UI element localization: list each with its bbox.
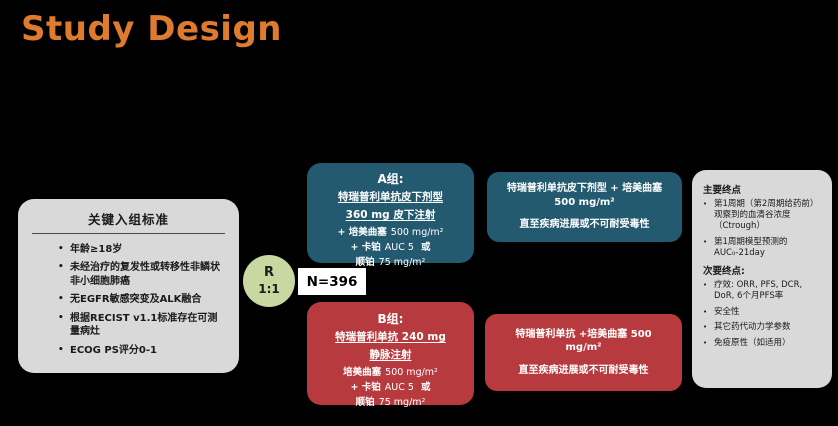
- arm-a-regimen-line2: 360 mg 皮下注射: [345, 209, 436, 221]
- randomization-circle: R 1:1: [243, 255, 295, 307]
- endpoints-panel: 主要终点 • 第1周期（第2周期给药前）观察到的血清谷浓度（Ctrough） • 第…: [692, 170, 832, 388]
- arm-b-title: B组:: [377, 312, 404, 326]
- randomization-ratio: 1:1: [258, 281, 280, 296]
- maintenance-b-regimen: 特瑞普利单抗 +培美曲塞 500 mg/m²: [515, 328, 652, 354]
- chemo-dose: AUC 5: [384, 242, 414, 253]
- endpoint-text: 免疫原性（如适用）: [714, 338, 791, 349]
- endpoint-text: 安全性: [714, 306, 740, 317]
- inclusion-item: • ECOG PS评分0-1: [58, 344, 227, 358]
- inclusion-item: • 未经治疗的复发性或转移性非鳞状非小细胞肺癌: [58, 261, 227, 289]
- arm-b-maintenance-box: 特瑞普利单抗 +培美曲塞 500 mg/m² 直至疾病进展或不可耐受毒性: [485, 314, 682, 391]
- bullet-icon: •: [703, 307, 708, 316]
- maintenance-b-duration: 直至疾病进展或不可耐受毒性: [518, 364, 649, 376]
- chemo-drug: 培美曲塞: [343, 367, 382, 378]
- bullet-icon: •: [58, 262, 64, 273]
- endpoint-text: 第1周期模型预测的AUC₀-21day: [714, 236, 788, 258]
- secondary-endpoints-title: 次要终点:: [703, 266, 745, 278]
- maintenance-a-duration: 直至疾病进展或不可耐受毒性: [519, 219, 650, 231]
- chemo-dose: 75 mg/m²: [378, 257, 426, 268]
- chemo-drug: 顺铂: [355, 257, 375, 268]
- bullet-icon: •: [703, 281, 708, 290]
- bullet-icon: •: [703, 339, 708, 348]
- secondary-endpoint-item: • 疗效: ORR, PFS, DCR, DoR, 6个月PFS率: [703, 280, 825, 302]
- inclusion-item-text: 根据RECIST v1.1标准存在可测量病灶: [70, 312, 218, 338]
- maintenance-a-regimen: 特瑞普利单抗皮下剂型 + 培美曲塞 500 mg/m²: [506, 183, 663, 208]
- arm-b-regimen-line1: 特瑞普利单抗 240 mg: [335, 331, 446, 343]
- inclusion-item-text: 无EGFR敏感突变及ALK融合: [70, 294, 202, 306]
- chemo-dose: 500 mg/m²: [385, 367, 438, 378]
- endpoint-text: 疗效: ORR, PFS, DCR, DoR, 6个月PFS率: [714, 280, 803, 302]
- arm-a-maintenance-box: 特瑞普利单抗皮下剂型 + 培美曲塞 500 mg/m² 直至疾病进展或不可耐受毒…: [487, 172, 682, 242]
- chemo-or: 或: [420, 242, 431, 253]
- chemo-drug: + 卡铂: [350, 382, 381, 393]
- randomization-symbol: R: [263, 265, 274, 281]
- bullet-icon: •: [58, 244, 64, 254]
- bullet-icon: •: [703, 323, 708, 332]
- bullet-icon: •: [703, 200, 708, 208]
- chemo-dose: AUC 5: [384, 382, 414, 393]
- inclusion-item: • 无EGFR敏感突变及ALK融合: [58, 293, 227, 307]
- inclusion-item-text: 年龄≥18岁: [70, 244, 123, 255]
- inclusion-item: • 根据RECIST v1.1标准存在可测量病灶: [58, 312, 227, 340]
- endpoint-text: 第1周期（第2周期给药前）观察到的血清谷浓度（Ctrough）: [714, 199, 819, 232]
- secondary-endpoint-item: • 其它药代动力学参数: [703, 322, 825, 334]
- page-title: Study Design: [21, 9, 282, 49]
- chemo-drug: + 培美曲塞: [337, 227, 387, 238]
- inclusion-item-text: 未经治疗的复发性或转移性非鳞状非小细胞肺癌: [70, 262, 220, 288]
- bullet-icon: •: [58, 344, 64, 355]
- secondary-endpoint-item: • 安全性: [703, 307, 825, 319]
- chemo-drug: + 卡铂: [350, 242, 381, 253]
- inclusion-title: 关键入组标准: [87, 212, 169, 227]
- secondary-endpoint-item: • 免疫原性（如适用）: [703, 338, 825, 350]
- inclusion-item: • 年龄≥18岁: [58, 243, 227, 257]
- bullet-icon: •: [703, 237, 708, 246]
- chemo-dose: 500 mg/m²: [390, 227, 444, 238]
- chemo-or: 或: [420, 382, 431, 393]
- arm-a-regimen-line1: 特瑞普利单抗皮下剂型: [338, 191, 443, 203]
- sample-size-badge: N=396: [298, 268, 366, 295]
- inclusion-list: • 年龄≥18岁 • 未经治疗的复发性或转移性非鳞状非小细胞肺癌 • 无EGFR敏感突…: [30, 243, 227, 358]
- bullet-icon: •: [58, 312, 64, 323]
- bullet-icon: •: [58, 294, 64, 305]
- divider-line: [32, 233, 225, 234]
- chemo-drug: 顺铂: [355, 397, 375, 408]
- arm-b-regimen-line2: 静脉注射: [369, 349, 412, 361]
- primary-endpoints-title: 主要终点: [703, 185, 742, 196]
- inclusion-item-text: ECOG PS评分0-1: [70, 344, 157, 356]
- arm-a-title: A组:: [377, 172, 404, 186]
- primary-endpoint-item: • 第1周期模型预测的AUC₀-21day: [703, 237, 825, 259]
- chemo-dose: 75 mg/m²: [378, 397, 426, 408]
- endpoint-text: 其它药代动力学参数: [714, 322, 791, 333]
- inclusion-criteria-panel: 关键入组标准 • 年龄≥18岁 • 未经治疗的复发性或转移性非鳞状非小细胞肺癌 • 无…: [18, 199, 239, 373]
- primary-endpoint-item: • 第1周期（第2周期给药前）观察到的血清谷浓度（Ctrough）: [703, 199, 825, 233]
